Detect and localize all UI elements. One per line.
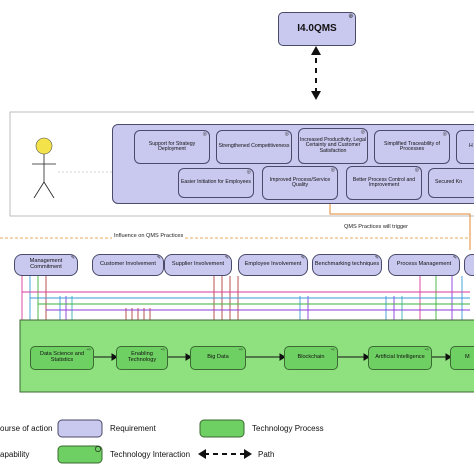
course-management-commitment: Management Commitment✎ xyxy=(14,254,78,276)
course-partial xyxy=(464,254,474,276)
course-employee-involvement: Employee Involvement✎ xyxy=(238,254,308,276)
requirement-employee-initiation: Easier Initiation for Employees◎ xyxy=(178,168,254,198)
title-box: I4.0QMS ◎ xyxy=(278,12,356,46)
legend-requirement-shape xyxy=(57,419,103,438)
qms-trigger-label: QMS Practices will trigger xyxy=(344,224,409,230)
trigger-line xyxy=(329,196,471,250)
legend-course-label: ourse of action xyxy=(0,424,53,433)
actor-head xyxy=(35,137,53,155)
course-supplier-involvement: Supplier Involvement✎ xyxy=(164,254,232,276)
action-icon: ✎ xyxy=(70,255,75,261)
goal-icon: ◎ xyxy=(202,131,207,137)
requirement-process-quality: Improved Process/Service Quality◎ xyxy=(262,166,338,200)
title-path-arrow-down xyxy=(311,91,321,100)
process-icon: ⇨ xyxy=(160,347,165,353)
legend-tech-process-label: Technology Process xyxy=(252,424,324,433)
goal-icon: ◎ xyxy=(330,167,335,173)
requirement-competitiveness: Strengthened Competitiveness◎ xyxy=(216,130,292,164)
tech-enabling-technology: Enabling Technology⇨ xyxy=(116,346,168,370)
influence-label: Influence on QMS Practices xyxy=(112,233,186,239)
legend-tech-process-shape xyxy=(199,419,245,438)
requirement-traceability: Simplified Traceability of Processes◎ xyxy=(374,130,450,164)
process-icon: ⇨ xyxy=(86,347,91,353)
action-icon: ✎ xyxy=(156,255,161,261)
goal-icon: ◎ xyxy=(284,131,289,137)
process-icon: ⇨ xyxy=(238,347,243,353)
title-text: I4.0QMS xyxy=(297,22,337,34)
goal-icon: ◎ xyxy=(414,167,419,173)
requirement-partial-knowledge: Secured Kn xyxy=(428,168,474,198)
goal-icon: ◎ xyxy=(348,13,353,19)
goal-icon: ◎ xyxy=(442,131,447,137)
course-benchmarking: Benchmarking techniques✎ xyxy=(312,254,382,276)
tech-blockchain: Blockchain⇨ xyxy=(284,346,338,370)
process-icon: ⇨ xyxy=(330,347,335,353)
goal-icon: ◎ xyxy=(360,129,365,135)
legend-capability-label: apability xyxy=(0,450,30,459)
requirement-partial-h: H xyxy=(456,130,474,164)
tech-data-science: Data Science and Statistics⇨ xyxy=(30,346,94,370)
action-icon: ✎ xyxy=(374,255,379,261)
legend-tech-interaction-label: Technology Interaction xyxy=(110,450,191,459)
title-path-arrow-up xyxy=(311,46,321,55)
legend-tech-interaction-shape xyxy=(57,445,103,464)
legend-requirement-label: Requirement xyxy=(110,424,156,433)
requirement-process-control: Better Process Control and Improvement◎ xyxy=(346,166,422,200)
action-icon: ✎ xyxy=(224,255,229,261)
tech-artificial-intelligence: Artificial Intelligence⇨ xyxy=(368,346,432,370)
requirement-strategy-deployment: Support for Strategy Deployment◎ xyxy=(134,130,210,164)
legend-path-label: Path xyxy=(258,450,275,459)
action-icon: ✎ xyxy=(300,255,305,261)
requirement-productivity: Increased Productivity, Legal Certainty … xyxy=(298,128,368,164)
tech-partial-m: M xyxy=(450,346,474,370)
process-icon: ⇨ xyxy=(424,347,429,353)
action-icon: ✎ xyxy=(452,255,457,261)
goal-icon: ◎ xyxy=(246,169,251,175)
course-process-management: Process Management✎ xyxy=(388,254,460,276)
tech-big-data: Big Data⇨ xyxy=(190,346,246,370)
course-customer-involvement: Customer Involvement✎ xyxy=(92,254,164,276)
